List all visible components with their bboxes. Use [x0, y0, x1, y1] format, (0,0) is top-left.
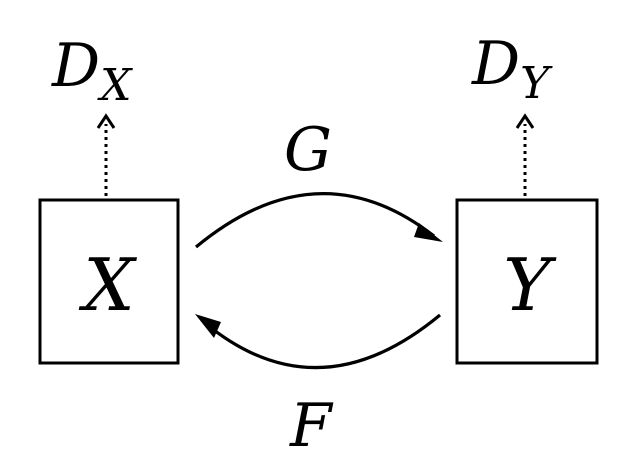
mapping-f-arrow — [203, 313, 442, 370]
mapping-f-arrowhead — [195, 314, 221, 338]
discriminator-dx-subscript: X — [97, 60, 133, 111]
discriminator-dx-label: DX — [51, 31, 133, 111]
discriminator-dy-subscript: Y — [520, 58, 553, 109]
dx-arrow-tip — [96, 113, 116, 129]
discriminator-dx-base: D — [51, 31, 100, 101]
node-y-box — [455, 198, 599, 365]
dy-arrow-tip — [515, 113, 535, 129]
discriminator-dy-base: D — [471, 29, 520, 99]
discriminator-dy-label: DY — [471, 29, 553, 109]
mapping-g-arrow — [194, 191, 435, 249]
mapping-g-label: G — [284, 115, 332, 185]
node-x-label: X — [78, 243, 137, 327]
mapping-f-label: F — [289, 391, 334, 461]
mapping-g-arrowhead — [414, 223, 443, 242]
node-x-box — [38, 198, 180, 365]
node-y-label: Y — [503, 243, 557, 327]
